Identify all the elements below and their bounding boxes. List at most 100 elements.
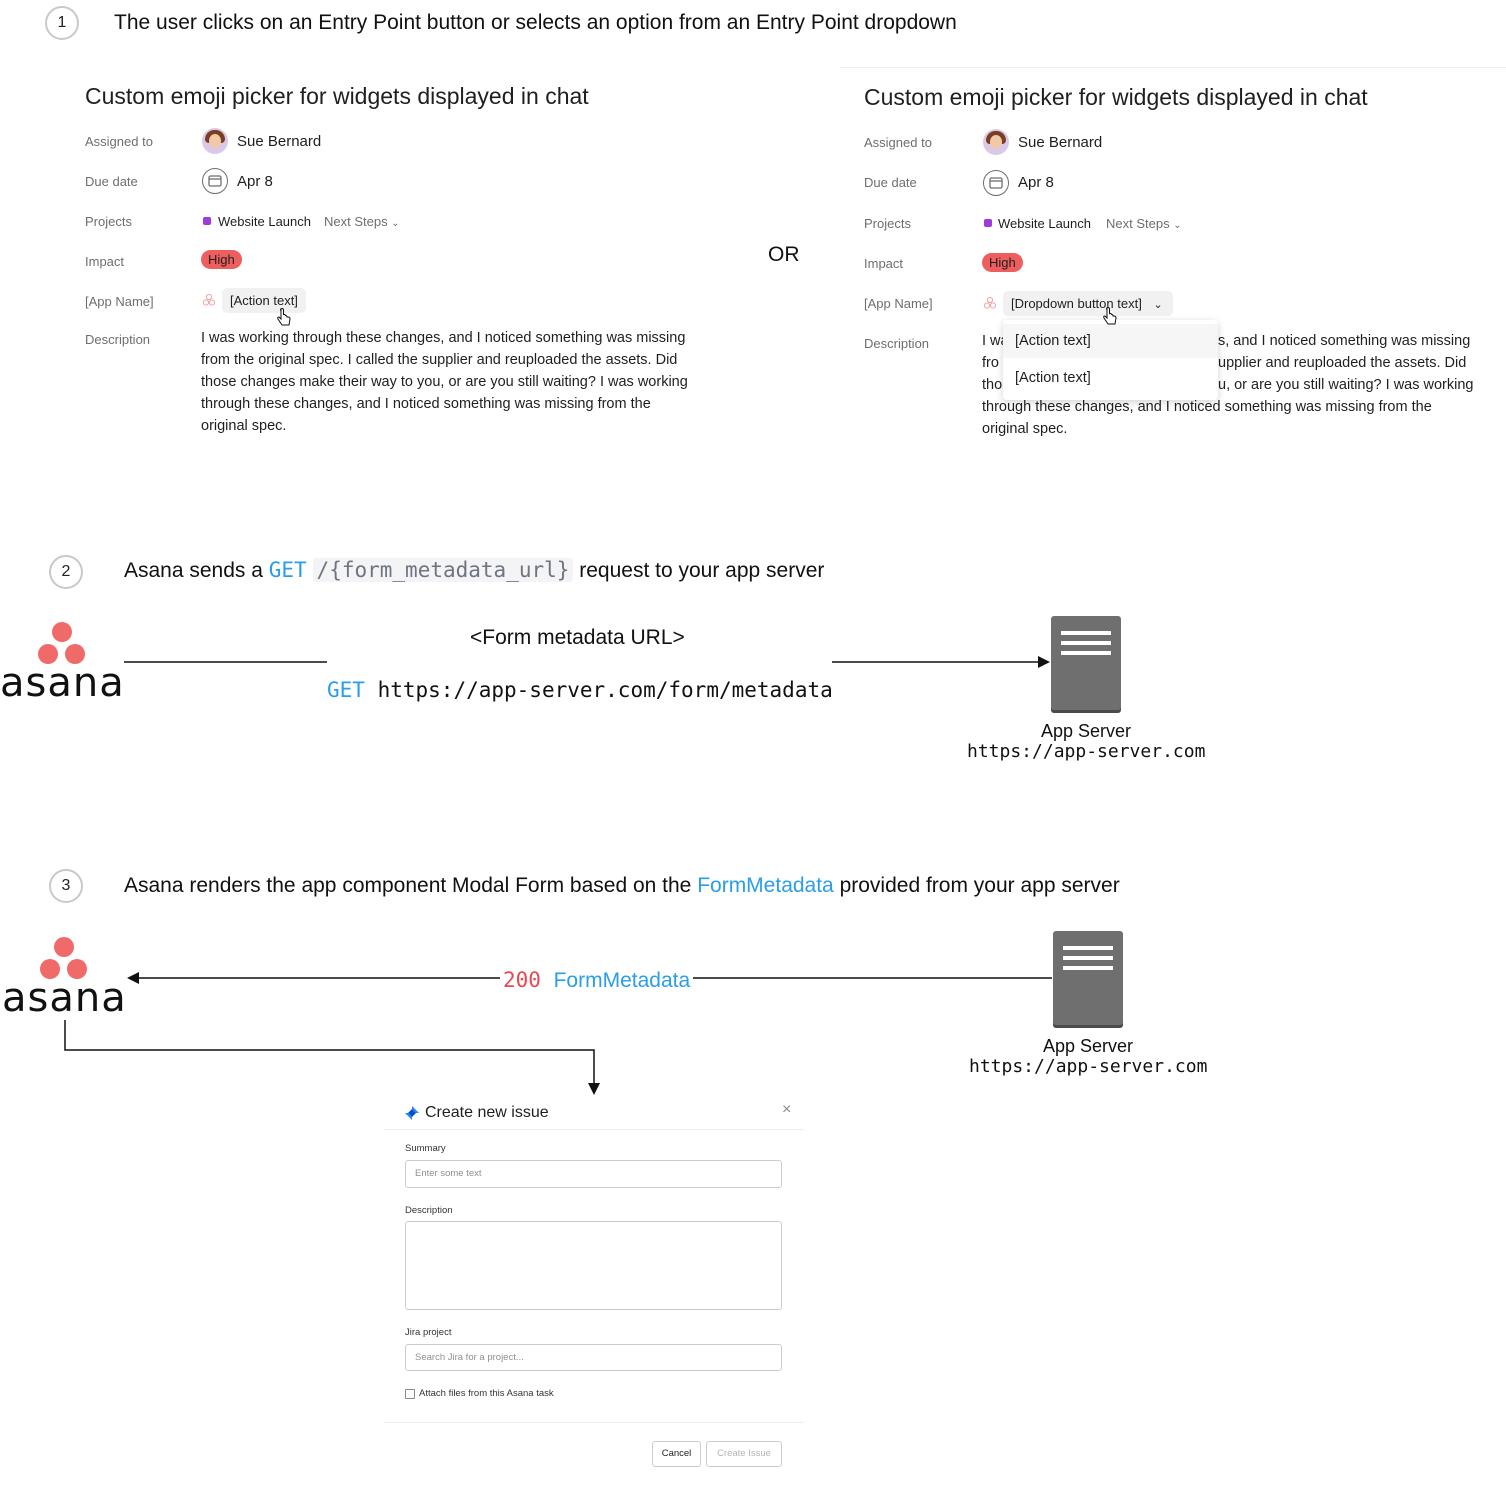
request-method: GET [327, 678, 365, 702]
app-icon [983, 296, 997, 309]
logo-dot [40, 959, 60, 979]
desc-fragment: tho [982, 377, 1003, 393]
asana-logo: asana [2, 935, 128, 1023]
panel-divider [840, 67, 1506, 68]
impact-label: Impact [864, 256, 904, 271]
due-label: Due date [85, 174, 138, 189]
calendar-icon[interactable] [202, 168, 228, 194]
desc-fragment: fro [982, 355, 999, 371]
assigned-label: Assigned to [85, 134, 153, 149]
chevron-down-icon: ⌄ [1153, 299, 1163, 311]
assigned-label: Assigned to [864, 135, 932, 150]
step-3-text-before: Asana renders the app component Modal Fo… [124, 874, 698, 897]
summary-placeholder: Enter some text [415, 1168, 482, 1179]
step-1-number: 1 [45, 6, 79, 40]
request-line: GET https://app-server.com/form/metadata [327, 678, 833, 702]
logo-dot [54, 937, 74, 957]
impact-badge[interactable]: High [201, 250, 242, 269]
due-date[interactable]: Apr 8 [237, 173, 273, 190]
server-bar [1061, 631, 1111, 635]
response-label: 200 FormMetadata [503, 968, 690, 993]
description-textarea[interactable] [405, 1221, 782, 1310]
server-url: https://app-server.com [969, 1056, 1208, 1077]
step-2-number: 2 [49, 555, 83, 589]
assignee-name[interactable]: Sue Bernard [1018, 134, 1103, 151]
response-status: 200 [503, 968, 541, 992]
jira-project-search[interactable]: Search Jira for a project... [405, 1344, 782, 1371]
step-1-text: The user clicks on an Entry Point button… [114, 11, 957, 34]
dropdown-option[interactable]: [Action text] [1015, 370, 1091, 386]
step-2-text-before: Asana sends a [124, 559, 269, 582]
impact-label: Impact [85, 254, 125, 269]
desc-fragment: s, and I noticed something was missing [1218, 333, 1471, 349]
desc-fragment: upplier and reuploaded the assets. Did [1218, 355, 1467, 371]
server-url: https://app-server.com [967, 741, 1206, 762]
project-name[interactable]: Website Launch [998, 216, 1091, 231]
formmetadata-link[interactable]: FormMetadata [697, 874, 834, 897]
server-bar [1061, 641, 1111, 645]
desc-line: original spec. [982, 421, 1068, 437]
due-date[interactable]: Apr 8 [1018, 174, 1054, 191]
description-label: Description [85, 332, 151, 347]
app-icon [202, 293, 216, 306]
logo-dot [38, 644, 58, 664]
task-title: Custom emoji picker for widgets displaye… [85, 83, 589, 109]
description-label: Description [864, 336, 930, 351]
entry-point-action-button[interactable]: [Action text] [222, 288, 306, 313]
summary-input[interactable]: Enter some text [405, 1160, 782, 1188]
chevron-down-icon: ⌄ [391, 218, 400, 229]
code-path: /{form_metadata_url} [312, 558, 574, 582]
app-name-label: [App Name] [864, 296, 933, 311]
logo-dot [65, 644, 85, 664]
avatar[interactable] [202, 128, 228, 154]
projects-label: Projects [864, 216, 911, 231]
impact-badge[interactable]: High [982, 253, 1023, 272]
step-2-text: Asana sends a GET /{form_metadata_url} r… [124, 558, 824, 583]
assignee-name[interactable]: Sue Bernard [237, 133, 322, 150]
avatar[interactable] [983, 129, 1009, 155]
server-name: App Server [1041, 721, 1132, 741]
modal-title: Create new issue [425, 1104, 549, 1121]
description-text[interactable]: I wa s, and I noticed something was miss… [982, 330, 1502, 450]
summary-label: Summary [405, 1143, 446, 1154]
dropdown-option[interactable]: [Action text] [1015, 333, 1091, 349]
app-server-icon [1053, 931, 1123, 1025]
logo-wordmark: asana [2, 975, 127, 1021]
entry-point-dropdown-menu: [Action text] [Action text] [1003, 320, 1218, 400]
logo-dot [67, 959, 87, 979]
request-url: https://app-server.com/form/metadata [377, 678, 833, 702]
logo-dot [52, 622, 72, 642]
app-server-icon [1051, 616, 1121, 710]
create-issue-button[interactable]: Create Issue [706, 1441, 782, 1467]
step-2-text-after: request to your app server [573, 559, 825, 582]
server-name: App Server [1043, 1036, 1134, 1056]
jira-project-placeholder: Search Jira for a project... [415, 1352, 524, 1363]
section-name[interactable]: Next Steps ⌄ [1106, 216, 1182, 231]
calendar-icon[interactable] [983, 170, 1009, 196]
description-text[interactable]: I was working through these changes, and… [201, 330, 688, 434]
cancel-button[interactable]: Cancel [652, 1441, 701, 1467]
task-title: Custom emoji picker for widgets displaye… [864, 84, 1368, 110]
project-color-dot [984, 219, 992, 227]
chevron-down-icon: ⌄ [1173, 220, 1182, 231]
jira-project-label: Jira project [405, 1327, 452, 1338]
section-label: Next Steps [324, 214, 388, 229]
hand-cursor-icon [277, 308, 291, 326]
project-name[interactable]: Website Launch [218, 214, 311, 229]
app-name-label: [App Name] [85, 294, 154, 309]
section-name[interactable]: Next Steps ⌄ [324, 214, 400, 229]
desc-line: through these changes, and I noticed som… [982, 399, 1432, 415]
step-3-text: Asana renders the app component Modal Fo… [124, 874, 1120, 898]
modal-divider [384, 1129, 804, 1130]
due-label: Due date [864, 175, 917, 190]
step-3-text-after: provided from your app server [833, 874, 1120, 897]
code-method: GET [268, 558, 307, 582]
server-bar [1063, 966, 1113, 970]
close-icon[interactable]: × [782, 1101, 792, 1118]
projects-label: Projects [85, 214, 132, 229]
attach-checkbox[interactable] [405, 1389, 415, 1399]
server-bar [1063, 956, 1113, 960]
server-bar [1061, 651, 1111, 655]
logo-wordmark: asana [0, 660, 125, 706]
